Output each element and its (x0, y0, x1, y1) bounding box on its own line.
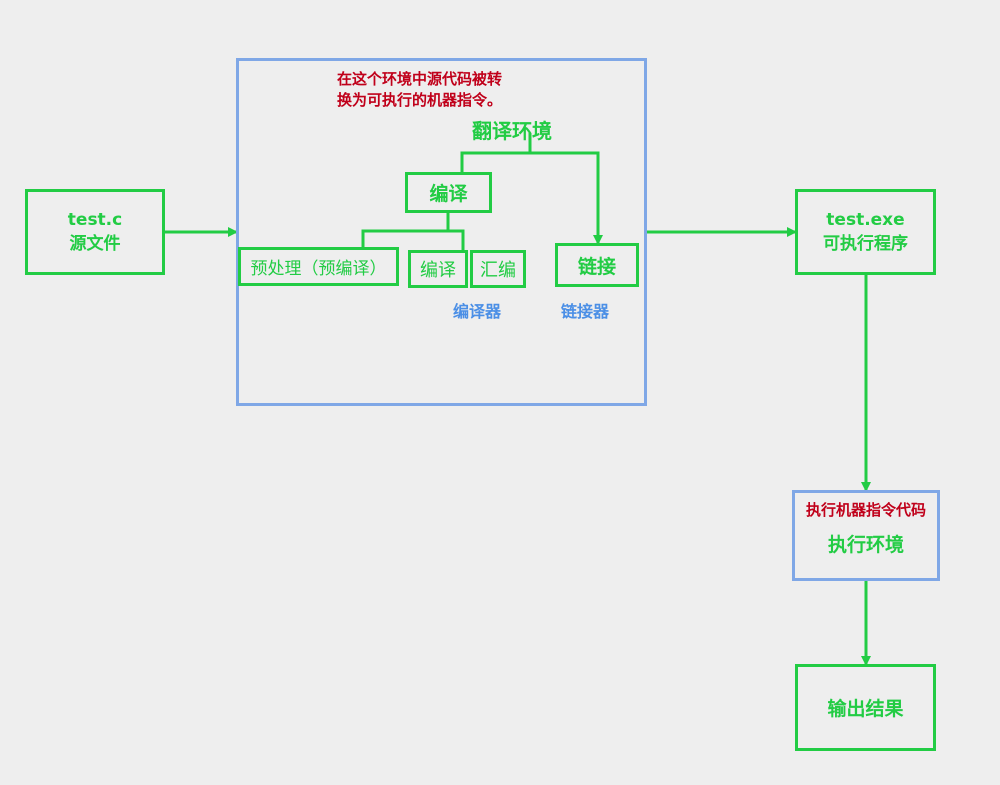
assemble-label: 汇编 (480, 260, 516, 281)
exe-filename: test.exe (826, 210, 905, 230)
link-label: 链接 (577, 255, 616, 278)
arrow-title-to-link (530, 151, 603, 245)
translation-env-box (236, 58, 647, 406)
exe-label: 可执行程序 (823, 234, 908, 254)
assemble-box: 汇编 (470, 250, 526, 288)
exec-env-title: 执行环境 (827, 534, 904, 556)
source-file-box: test.c 源文件 (25, 189, 165, 275)
linker-label: 链接器 (561, 302, 610, 321)
output-box: 输出结果 (795, 664, 936, 751)
source-filename: test.c (67, 210, 123, 230)
compile-step-box: 编译 (408, 250, 468, 288)
compile-box: 编译 (405, 172, 492, 213)
translation-env-title: 翻译环境 (472, 119, 552, 143)
compiler-label: 编译器 (453, 302, 502, 321)
exec-env-box: 执行机器指令代码 执行环境 (792, 490, 940, 581)
preprocess-box: 预处理（预编译） (238, 247, 399, 286)
link-box: 链接 (555, 243, 639, 287)
output-label: 输出结果 (827, 698, 904, 720)
tree-compile-to-asm (448, 229, 465, 250)
exec-env-note: 执行机器指令代码 (805, 501, 926, 519)
source-file-label: 源文件 (69, 234, 121, 254)
tree-compile-to-steps (361, 213, 450, 247)
tree-title-to-compile (460, 133, 532, 172)
translation-note-line1: 在这个环境中源代码被转 (337, 70, 503, 88)
exe-box: test.exe 可执行程序 (795, 189, 936, 275)
compile-label: 编译 (429, 183, 468, 205)
preprocess-label: 预处理（预编译） (250, 259, 387, 279)
compile-step-label: 编译 (420, 260, 456, 281)
translation-note-line2: 换为可执行的机器指令。 (337, 91, 503, 109)
